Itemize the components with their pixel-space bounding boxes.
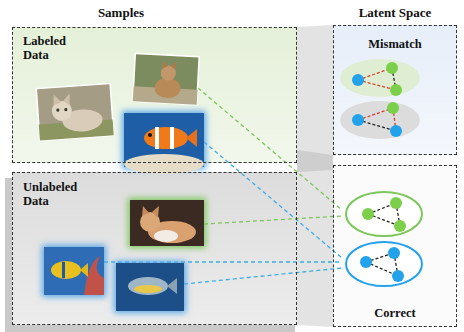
feature-dot: [352, 114, 364, 126]
cat-photo: [171, 61, 176, 69]
fish-photo: [44, 247, 104, 295]
panel-title: Mismatch: [368, 38, 421, 52]
cat-photo: [53, 94, 62, 106]
feature-dot: [362, 208, 374, 220]
feature-dot: [388, 247, 400, 259]
panel-box: Unlabeled Data: [12, 172, 297, 325]
panel-ground: [12, 27, 297, 163]
fish-photo: [62, 262, 65, 278]
section-heading: Samples: [98, 6, 144, 20]
fish-photo: [170, 127, 174, 149]
panel-box: Labeled Data: [12, 27, 297, 163]
cat-photo: [64, 108, 67, 111]
fish-photo: [80, 263, 88, 277]
fish-photo: [144, 127, 188, 149]
cat-photo: [56, 108, 59, 111]
leader-line: [204, 216, 342, 224]
fish-photo: [51, 261, 81, 279]
cat-photo: [142, 206, 149, 216]
feature-dot: [352, 74, 364, 86]
cat-photo: [63, 93, 71, 105]
fish-photo: [167, 278, 177, 294]
fish-photo: [186, 129, 197, 147]
panel-box: Correct: [333, 165, 457, 327]
photo-glow: [114, 261, 186, 313]
cluster-ellipse: [340, 59, 420, 97]
cluster-ellipse: [346, 192, 422, 236]
feature-dot: [390, 197, 402, 209]
feature-dot: [390, 84, 402, 96]
feature-dot: [387, 102, 399, 114]
cat-photo: [154, 77, 181, 98]
feature-dot: [360, 256, 372, 268]
cluster-ellipse: [340, 101, 420, 139]
cat-photo: [133, 53, 199, 104]
leader-line: [204, 142, 342, 258]
photo-glow: [42, 245, 106, 297]
projection-wedge: [297, 150, 333, 172]
feature-dot: [390, 125, 402, 137]
panel-title: Unlabeled Data: [23, 181, 87, 209]
leader-line: [184, 268, 342, 284]
panel-ground: [333, 25, 457, 155]
panel-box: Mismatch: [333, 25, 457, 155]
fish-photo: [116, 263, 184, 311]
fish-photo: [124, 154, 204, 174]
section-heading: Latent Space: [359, 6, 432, 20]
feature-dot: [386, 62, 398, 74]
panel-title: Labeled Data: [23, 35, 85, 63]
cat-photo: [163, 61, 168, 69]
cat-photo: [152, 206, 159, 218]
panel-ground: [333, 165, 457, 327]
cluster-ellipse: [346, 242, 422, 286]
fish-photo: [148, 133, 152, 137]
panel-ground: [12, 172, 297, 325]
feature-dot: [392, 270, 404, 282]
fish-photo: [128, 277, 168, 295]
cat-photo: [130, 200, 204, 246]
cat-photo: [154, 230, 178, 242]
feature-dot: [394, 220, 406, 232]
fish-photo: [155, 127, 159, 149]
cat-photo: [36, 83, 113, 140]
photo-glow: [128, 198, 206, 248]
fish-photo: [134, 285, 162, 293]
leader-line: [198, 88, 342, 210]
panel-title: Correct: [374, 307, 415, 321]
